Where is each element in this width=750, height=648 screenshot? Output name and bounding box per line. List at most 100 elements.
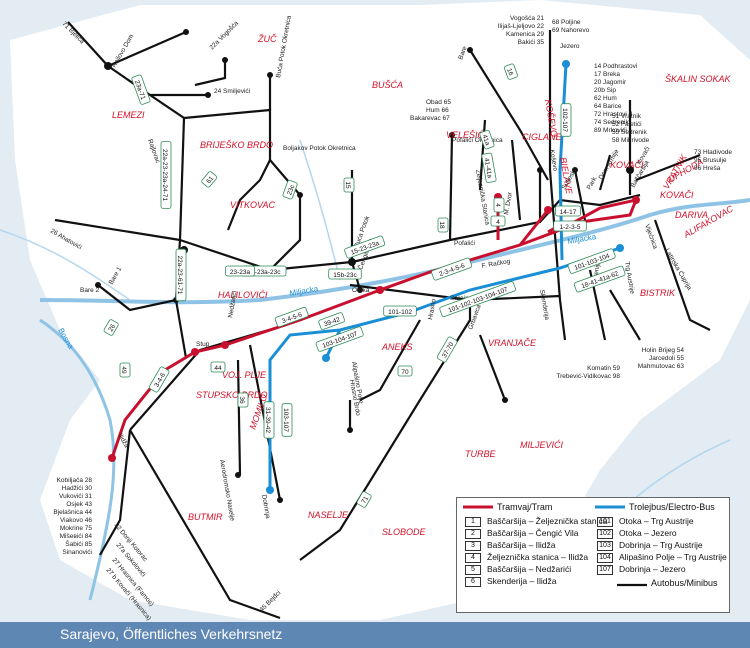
- stop-label: Dobrinja: [260, 494, 271, 519]
- route-badge-box: [481, 152, 497, 183]
- route-badge-box: [397, 365, 413, 377]
- stop-label: Kobiljača 28: [57, 477, 93, 484]
- route-badge-box: [210, 361, 226, 373]
- route-badge-text: 103-107: [282, 408, 289, 432]
- route-badge: 103-107: [281, 403, 293, 437]
- stop-label: 73 Hladivode: [694, 149, 732, 156]
- route-badge-box: [282, 179, 298, 200]
- route-badge-box: [281, 403, 293, 437]
- route-badge-text: 4: [494, 203, 501, 207]
- tram-line-route: Baščaršija – Željeznička stanica: [487, 516, 608, 526]
- district-label: CIGLANE: [522, 132, 563, 142]
- district-label: NASELJE: [308, 510, 349, 520]
- route-badge-box: [201, 171, 218, 188]
- route-badge-box: [343, 177, 355, 193]
- district-label: LEMEZI: [112, 110, 145, 120]
- stop-label: Bare 2: [80, 287, 100, 294]
- route-badge-box: [436, 336, 458, 363]
- district-label: HALILOVIĆI: [218, 290, 268, 300]
- route-badge: 14-17: [555, 205, 581, 217]
- stream-2: [299, 139, 341, 281]
- route-badge-text: 14-17: [560, 209, 577, 216]
- route-badge-text: 71: [360, 495, 370, 505]
- tram-line-route: Baščaršija – Čengić Vila: [487, 528, 579, 538]
- district-label: VRANJAČE: [488, 338, 537, 348]
- route-badge-text: 23-23a: [230, 269, 251, 276]
- route-badge: 22a-23-23a-24-71: [160, 141, 172, 209]
- stop-label: Bakići 35: [518, 39, 545, 46]
- stop-label: Hrasno: [427, 298, 438, 320]
- route-badge: 36: [237, 392, 249, 408]
- stop-label: Mokrine 75: [60, 525, 93, 532]
- district-label: KOVAČI: [610, 160, 644, 170]
- stop-label: 96 Hreša: [694, 165, 721, 172]
- route-badge: 15: [343, 177, 355, 193]
- route-badge-text: 61: [205, 175, 215, 185]
- stop-label: Mahmutovac 63: [638, 363, 685, 370]
- district-label: DARIVA: [675, 210, 708, 220]
- route-badge-text: 26: [107, 323, 117, 333]
- route-badge-text: 102-107: [561, 108, 568, 132]
- route-badge: 70: [397, 365, 413, 377]
- route-badge-text: 1-2-3-5: [560, 224, 581, 231]
- tram-line-number: 5: [465, 564, 481, 575]
- stop-label: 14 Podhrastovi: [594, 63, 637, 70]
- tram-line-number: 6: [465, 576, 481, 587]
- route-badge-text: 15b-23c: [333, 272, 357, 279]
- district-label: BUŠĆA: [372, 80, 403, 90]
- route-badge-box: [493, 197, 505, 213]
- stop-label: 62 Hum: [594, 95, 617, 102]
- route-badge-text: 70: [401, 369, 409, 376]
- stop-label: 89 Mrkovići: [594, 127, 627, 134]
- route-badge: 4: [493, 197, 505, 213]
- route-badge-box: [490, 215, 506, 227]
- route-badge-text: 44: [214, 365, 222, 372]
- stop-label: Jarcedoli 55: [649, 355, 684, 362]
- footer-bar: Sarajevo, Öffentliches Verkehrsnetz: [0, 622, 750, 648]
- stop-label: 24 Smiljevići: [214, 88, 250, 95]
- stop-label: Bare: [457, 45, 468, 61]
- stop-label: Šabići 85: [65, 539, 92, 548]
- route-badge-box: [383, 305, 417, 317]
- trolley-line-number: 107: [597, 564, 613, 575]
- trolley-line-route: Otoka – Trg Austrije: [619, 516, 694, 526]
- stop-label: Otoka: [352, 287, 370, 294]
- trolley-line-number: 104: [597, 552, 613, 563]
- stop-label: Komatin 59: [587, 365, 620, 372]
- route-badge-box: [439, 281, 516, 317]
- route-badge-text: 31-39-42: [264, 407, 271, 433]
- route-badge: 15b-23c: [328, 268, 362, 280]
- stop-label: Ilijaš-Ljeljovo 22: [498, 23, 545, 30]
- stop-label: Stup: [196, 341, 210, 348]
- route-badge-box: [131, 74, 151, 105]
- stop-label: 51 Vratnik: [612, 113, 642, 120]
- legend-trolley-title: Trolejbus/Electro-Bus: [629, 502, 715, 512]
- route-badge-text: 41a: [481, 134, 491, 147]
- stop-label: Vukovići 31: [59, 493, 92, 500]
- stop-label: Ned­žarići: [227, 290, 239, 318]
- legend-bus-title: Autobus/Minibus: [651, 578, 718, 588]
- trolley-line-route: Otoka – Jezero: [619, 528, 677, 538]
- route-badge: 23c: [282, 179, 298, 200]
- route-badge-text: 16: [505, 68, 514, 78]
- route-badge-box: [318, 312, 345, 330]
- route-badge-box: [148, 366, 170, 393]
- stop-label: 20 Jagomir: [594, 79, 627, 86]
- route-badge-box: [479, 129, 495, 150]
- route-badge-box: [431, 257, 473, 281]
- route-badge: 44: [210, 361, 226, 373]
- stream-1: [0, 229, 131, 301]
- route-badge-box: [237, 392, 249, 408]
- district-label: SLOBODE: [382, 527, 427, 537]
- stop-label: Hadžići 30: [62, 485, 93, 492]
- district-label: KOVAČI: [660, 190, 694, 200]
- tram-line-route: Željeznička stanica – Ilidža: [487, 552, 589, 562]
- route-badge: 41a: [479, 129, 495, 150]
